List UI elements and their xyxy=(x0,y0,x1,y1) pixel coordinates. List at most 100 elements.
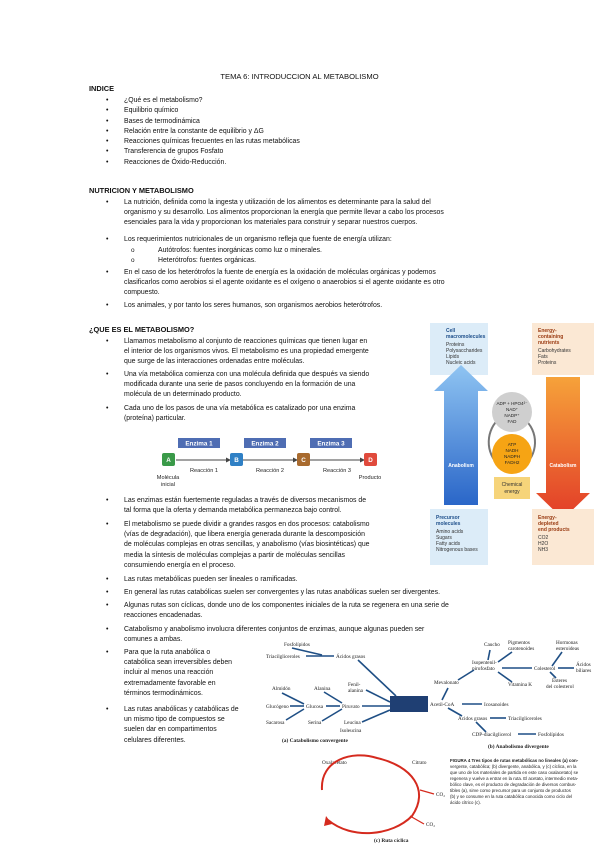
text-line: Las enzimas están fuertemente reguladas … xyxy=(124,497,367,504)
text-line: catabólica sean irreversibles deben xyxy=(124,659,233,667)
flow-arrow xyxy=(281,692,305,705)
paragraph: Los animales, y por tanto los seres huma… xyxy=(106,301,382,311)
text-line: Algunas rutas son cíclicas, donde uno de… xyxy=(124,602,449,609)
page-title: TEMA 6: INTRODUCCION AL METABOLISMO xyxy=(220,72,379,81)
node-label: Leucina xyxy=(344,720,361,726)
box-item: Lipids xyxy=(446,354,460,360)
flow-arrow xyxy=(457,669,475,681)
box-item: Polysaccharides xyxy=(446,348,483,354)
node-label: Mevalonato xyxy=(434,680,459,686)
caption-line: bólico clave, es el producto de degradac… xyxy=(450,782,577,787)
end-label: Producto xyxy=(359,475,381,481)
reaction-1-label: Reacción 1 xyxy=(190,468,218,474)
text-line: Catabolismo y anabolismo involucra difer… xyxy=(124,626,425,633)
node-label: Isoleucina xyxy=(340,728,362,734)
text-line: El metabolismo se puede dividir a grande… xyxy=(124,521,370,528)
co2-arrow xyxy=(409,815,425,825)
atp-label: ATP xyxy=(508,442,517,447)
box-item: Fatty acids xyxy=(436,541,461,547)
flow-arrow xyxy=(487,649,491,661)
box-item: Proteins xyxy=(538,360,557,366)
text-line: Una vía metabólica comienza con una molé… xyxy=(124,371,370,378)
caption-c: (c) Ruta cíclica xyxy=(374,837,409,844)
reaction-2-label: Reacción 2 xyxy=(256,468,284,474)
box-title: depleted xyxy=(538,521,559,527)
node-b xyxy=(230,453,243,466)
text-line: En el caso de los heterótrofos la fuente… xyxy=(124,269,436,276)
node-label: Hormonas xyxy=(556,640,578,646)
paragraph: Algunas rutas son cíclicas, donde uno de… xyxy=(106,601,449,621)
text-line: reacciones encadenadas. xyxy=(124,612,203,620)
node-label: Isopentenil- xyxy=(472,660,497,666)
flow-arrow xyxy=(497,671,513,683)
box-title: end products xyxy=(538,527,570,533)
flow-arrow xyxy=(447,707,463,717)
atp-label: FADH2 xyxy=(505,460,520,465)
reaction-3-label: Reacción 3 xyxy=(323,468,351,474)
box-title: macromolecules xyxy=(446,334,486,340)
node-a xyxy=(162,453,175,466)
node-label: Piruvato xyxy=(342,704,360,710)
box-item: Nitrogenous bases xyxy=(436,547,478,553)
energy-depleted-box xyxy=(532,509,594,565)
adp-label: ADP + HPO4²⁻ xyxy=(496,401,528,406)
node-label: Fosfolípidos xyxy=(538,731,564,738)
start-label: Molécula xyxy=(157,475,180,481)
enzyme-2-box xyxy=(244,438,286,448)
paragraph: Una vía metabólica comienza con una molé… xyxy=(106,370,424,401)
paragraph: Llamamos metabolismo al conjunto de reac… xyxy=(106,337,424,368)
node-label: Ácidos grasos xyxy=(336,652,365,660)
box-item: Amino acids xyxy=(436,529,464,535)
flow-arrow xyxy=(321,708,343,722)
text-line: consumiendo energía en el proceso. xyxy=(124,561,236,569)
atp-label: NADPH xyxy=(504,454,520,459)
node-label: Ésteres xyxy=(552,676,567,684)
text-line: (proteína) particular. xyxy=(124,415,186,423)
flow-arrow xyxy=(285,708,305,721)
co2-arrow xyxy=(419,789,435,795)
indice-list: ¿Qué es el metabolismo? Equilibrio quími… xyxy=(106,96,300,169)
arrow-head xyxy=(293,457,298,463)
text-line: comunes a ambas. xyxy=(124,636,183,644)
caption-line: que uno de los materiales de partida en … xyxy=(450,770,579,775)
paragraph: Las rutas metabólicas pueden ser lineale… xyxy=(106,575,297,585)
chemical-energy-label: Chemical xyxy=(502,482,523,488)
box-title: Energy- xyxy=(538,515,557,521)
node-d-label: D xyxy=(368,457,373,464)
node-label: Fenil- xyxy=(348,682,361,688)
caption-a: (a) Catabolismo convergente xyxy=(282,737,348,744)
paragraph: Los requerimientos nutricionales de un o… xyxy=(106,235,392,245)
node-label: Alanina xyxy=(314,686,331,692)
node-label: biliares xyxy=(576,668,591,674)
list-item: Reacciones de Óxido-Reducción. xyxy=(106,158,300,169)
text-line: Las rutas anabólicas y catabólicas de xyxy=(124,706,239,713)
node-label: Sacarosa xyxy=(266,720,285,726)
anabolism-arrow xyxy=(434,365,488,505)
node-d xyxy=(364,453,377,466)
box-title: molecules xyxy=(436,521,461,527)
paragraph: La nutrición, definida como la ingesta y… xyxy=(106,198,444,229)
nonlinear-pathways-figure: Fosfolípidos Triacilgliceroles Ácidos gr… xyxy=(266,640,591,844)
flow-arrow xyxy=(475,721,487,733)
list-item: Transferencia de grupos Fosfato xyxy=(106,147,300,158)
arrow-head xyxy=(360,457,365,463)
caption-line: FIGURA 4 Tres tipos de rutas metabólicas… xyxy=(450,758,579,763)
node-c xyxy=(297,453,310,466)
enzyme-1-label: Enzima 1 xyxy=(185,441,213,448)
text-line: Llamamos metabolismo al conjunto de reac… xyxy=(124,338,368,345)
box-item: Proteins xyxy=(446,342,465,348)
acetyl-coa-hub xyxy=(390,696,428,712)
start-label: inicial xyxy=(161,482,175,488)
node-label: carotenoides xyxy=(508,646,534,652)
text-line: términos termodinámicos. xyxy=(124,689,203,697)
adp-circle xyxy=(492,392,532,432)
node-label: pirofosfato xyxy=(472,665,495,672)
text-line: suelen dar en compartimentos xyxy=(124,726,217,734)
node-label: Serina xyxy=(308,720,322,726)
text-line: celulares diferentes. xyxy=(124,736,186,744)
node-label: Triacilgliceroles xyxy=(508,716,542,722)
caption-b: (b) Anabolismo divergente xyxy=(488,743,549,750)
node-label: del colesterol xyxy=(546,684,574,690)
box-title: Precursor xyxy=(436,515,460,521)
text-line: modificada durante una serie de pasos co… xyxy=(124,381,356,389)
